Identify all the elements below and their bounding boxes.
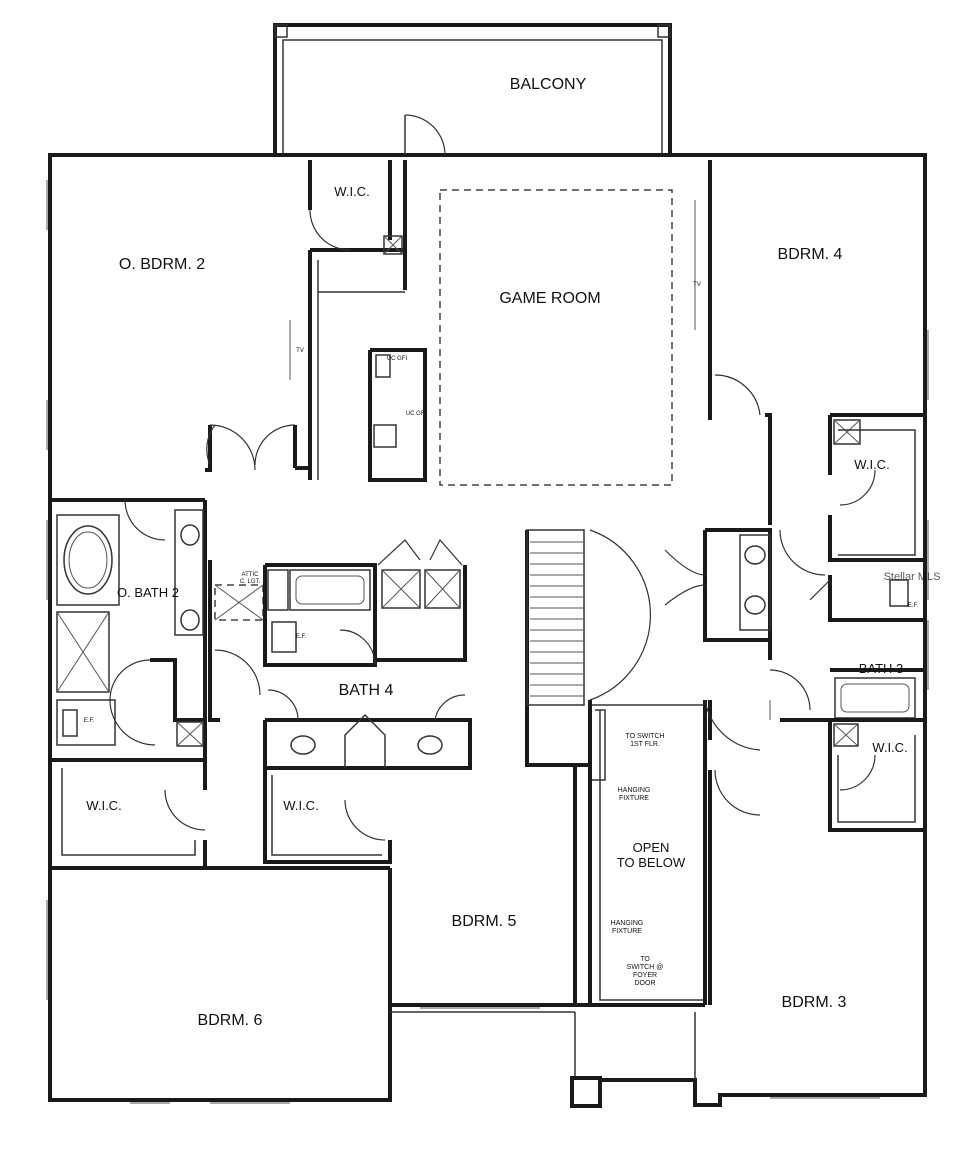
label-o-bdrm-2: O. BDRM. 2 [119,256,205,273]
o-bdrm-2-walls [50,160,407,502]
label-bath-4: BATH 4 [339,682,394,699]
bdrm-5-walls [263,765,577,1005]
bdrm-6-walls [48,760,392,1005]
game-room [289,114,696,486]
note-foyer-1: TO [640,956,650,963]
label-bdrm-3: BDRM. 3 [782,994,847,1011]
note-hanging-1a: HANGING [618,787,651,794]
label-wic-top: W.I.C. [334,184,369,199]
label-bath-3: BATH 3 [859,661,904,676]
label-open-1: OPEN [633,840,670,855]
window-marks [46,180,929,1104]
open-to-below [570,700,707,1108]
label-bdrm-4: BDRM. 4 [778,246,843,263]
note-ef-2: E.F. [296,634,307,640]
watermark-text: Stellar MLS [884,571,941,583]
label-open-2: TO BELOW [617,855,686,870]
note-tv-2: TV [693,282,701,288]
note-foyer-4: DOOR [635,980,656,987]
bath-4 [263,538,472,770]
label-game-room: GAME ROOM [499,290,600,307]
label-balcony: BALCONY [510,76,587,93]
label-wic-center: W.I.C. [283,798,318,813]
note-ef-3: E.F. [908,603,919,609]
o-bath-2 [48,499,207,762]
bdrm-4-walls [708,160,925,562]
note-switch-1st-1: TO SWITCH [625,733,664,740]
label-wic-left: W.I.C. [86,798,121,813]
label-wic-bdrm3: W.I.C. [872,740,907,755]
balcony-outline [273,23,672,155]
note-hanging-2b: FIXTURE [612,928,642,935]
note-hanging-2a: HANGING [611,920,644,927]
note-tv-1: TV [296,348,304,354]
label-bdrm-5: BDRM. 5 [452,913,517,930]
note-uc-gfi-1: UC GFI [387,356,408,362]
room-labels: BALCONY O. BDRM. 2 GAME ROOM BDRM. 4 W.I… [86,76,907,1029]
note-foyer-2: SWITCH @ [627,964,664,971]
note-ef-1: E.F. [84,718,95,724]
bath-3 [664,528,925,722]
note-foyer-3: FOYER [633,972,657,979]
note-uc-gfi-2: UC GFI [406,411,427,417]
annotations: TO SWITCH 1ST FLR. HANGING FIXTURE HANGI… [84,282,941,987]
note-switch-1st-2: 1ST FLR. [630,741,660,748]
label-wic-bdrm4: W.I.C. [854,457,889,472]
bdrm-3-walls [704,699,925,1005]
label-o-bath-2: O. BATH 2 [117,585,179,600]
label-attic-1: ATTIC [242,572,260,578]
exterior-walls [48,153,927,1107]
label-bdrm-6: BDRM. 6 [198,1012,263,1029]
staircase [525,529,705,781]
note-hanging-1b: FIXTURE [619,795,649,802]
label-attic-2: C. LGT. [240,579,261,585]
